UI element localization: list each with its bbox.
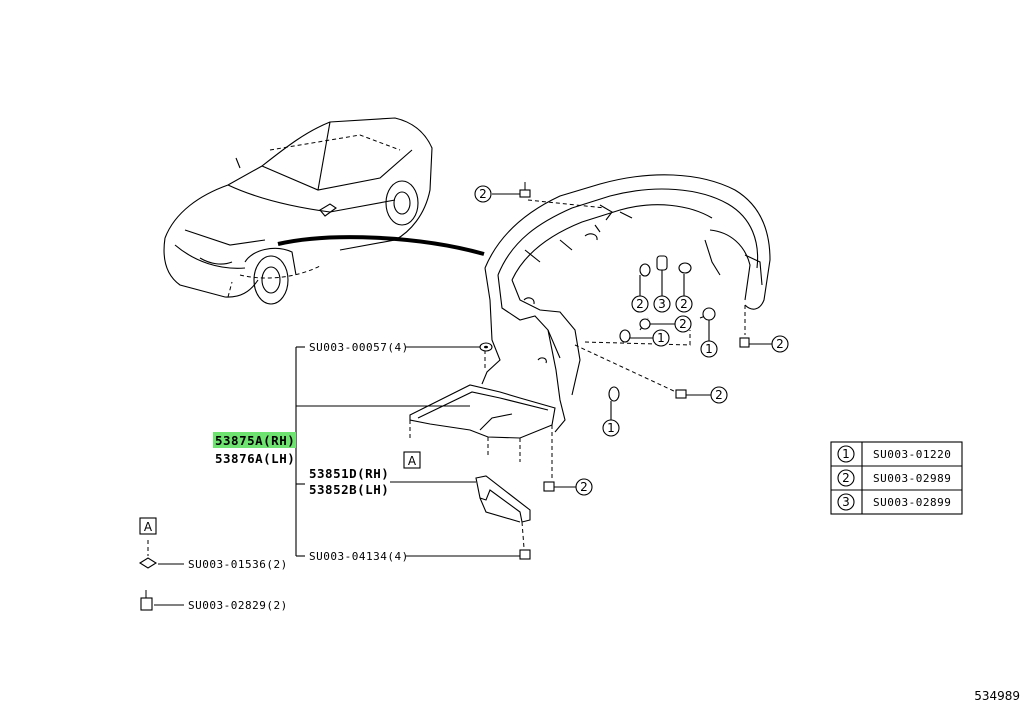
bracket-part-lh[interactable]: 53852B(LH) — [309, 482, 389, 497]
legend-code[interactable]: SU003-02989 — [873, 472, 951, 485]
legend-table: 1 SU003-01220 2 SU003-02989 3 SU003-0289… — [830, 441, 963, 515]
legend-code[interactable]: SU003-01220 — [873, 448, 951, 461]
callout-number: 1 — [607, 421, 615, 435]
fastener-icons — [138, 182, 750, 611]
clip-icon — [479, 342, 493, 352]
diagram-id: 534989 — [974, 689, 1020, 703]
nut-icon — [639, 263, 651, 277]
bolt-icon — [519, 549, 531, 560]
view-marker: A — [408, 454, 417, 468]
view-marker-box — [403, 451, 421, 469]
bolt-icon — [675, 389, 687, 399]
bolt-icon — [519, 182, 531, 198]
fastener-label[interactable]: SU003-00057(4) — [309, 341, 409, 354]
bolt-icon — [543, 481, 555, 492]
callout-number: 2 — [680, 297, 688, 311]
bracket-part-rh[interactable]: 53851D(RH) — [309, 466, 389, 481]
bolt-icon — [140, 590, 153, 611]
bolt-icon — [739, 337, 750, 348]
legend-num: 2 — [842, 471, 850, 485]
grommet-icon — [678, 262, 692, 274]
fender-liner — [409, 174, 771, 478]
car-illustration — [163, 117, 433, 305]
callout-number: 1 — [705, 342, 713, 356]
fastener-label[interactable]: SU003-01536(2) — [188, 558, 288, 571]
bracket — [475, 475, 531, 549]
legend-num: 3 — [842, 495, 850, 509]
clip-icon — [639, 318, 651, 330]
legend-num: 1 — [842, 447, 850, 461]
part-number-rh[interactable]: 53875A(RH) — [215, 433, 295, 448]
callout-number: 2 — [679, 317, 687, 331]
clip-icon — [608, 386, 620, 402]
clip-nut-icon — [138, 557, 158, 569]
callout-number: 2 — [580, 480, 588, 494]
clip-icon — [619, 329, 631, 343]
view-detail-box — [139, 517, 157, 535]
callout-number: 3 — [658, 297, 666, 311]
legend-code[interactable]: SU003-02899 — [873, 496, 951, 509]
leader-tree — [147, 346, 520, 606]
part-number-lh[interactable]: 53876A(LH) — [215, 451, 295, 466]
collar-icon — [656, 255, 668, 271]
zoom-arrow — [277, 235, 485, 256]
fastener-label[interactable]: SU003-02829(2) — [188, 599, 288, 612]
callout-number: 1 — [657, 331, 665, 345]
callouts: 2 2 3 2 2 1 1 2 2 1 2 — [474, 185, 789, 496]
callout-number: 2 — [776, 337, 784, 351]
callout-number: 2 — [715, 388, 723, 402]
highlight-bar — [213, 432, 296, 448]
callout-number: 2 — [479, 187, 487, 201]
grommet-icon — [702, 307, 716, 321]
callout-number: 2 — [636, 297, 644, 311]
fastener-label[interactable]: SU003-04134(4) — [309, 550, 409, 563]
view-detail-marker: A — [144, 520, 153, 534]
